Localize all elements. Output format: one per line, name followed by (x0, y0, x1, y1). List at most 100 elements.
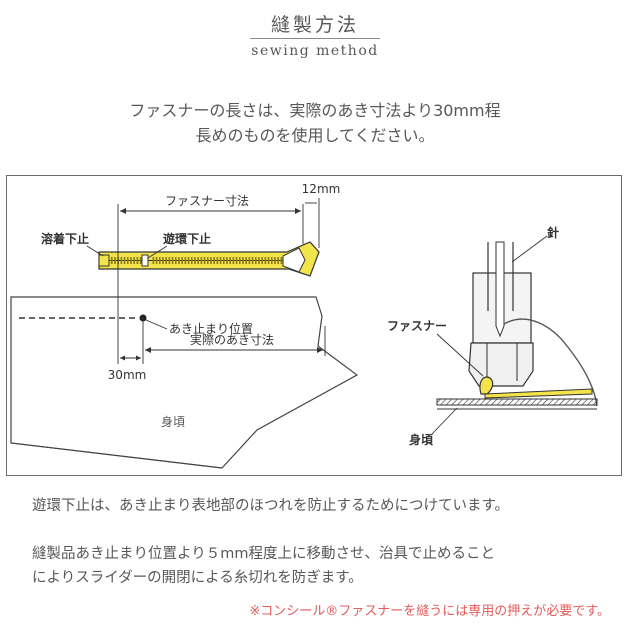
zipper-tooth (168, 257, 171, 264)
intro-line-1: ファスナーの長さは、実際のあき寸法より30mm程 (129, 101, 501, 120)
label-top-stop: 溶着下止 (41, 231, 89, 246)
zipper-tooth (210, 257, 212, 264)
foot-sole (468, 342, 534, 387)
sewing-diagram: ファスナー寸法 12mm 30mm 実際のあき寸法 溶着下止 遊環下止 あき止ま… (6, 175, 622, 476)
zipper-tooth (155, 257, 158, 264)
label-30mm: 30mm (108, 368, 147, 382)
zipper-illustration (98, 241, 320, 277)
zipper-tooth (194, 257, 196, 264)
zipper-tooth (139, 257, 142, 264)
label-body: 身頃 (161, 414, 185, 429)
zipper-tooth (114, 257, 116, 264)
arrow-right (295, 208, 301, 214)
leader-zipper (436, 333, 484, 377)
zipper-tooth (133, 257, 135, 264)
zipper-tooth (226, 257, 228, 264)
label-opening-end: あき止まり位置 (169, 321, 253, 336)
title-divider (250, 38, 380, 39)
zipper-tooth (159, 257, 161, 264)
loop-stop (141, 254, 149, 267)
zipper-tooth (120, 257, 123, 264)
zipper-tooth (162, 257, 164, 264)
zipper-tooth (248, 257, 251, 264)
note-sewing-line-1: 縫製品あき止まり位置より５mm程度上に移動させ、治具で止めること (32, 546, 495, 562)
zipper-tape-right (484, 388, 593, 399)
zipper-tooth (232, 257, 235, 264)
leader-opening-end (145, 319, 168, 330)
zipper-tooth (184, 257, 187, 264)
zipper-tooth (181, 257, 183, 264)
needle (495, 241, 505, 338)
zipper-tooth (223, 257, 225, 264)
leader-top-stop (86, 245, 104, 257)
zipper-tooth (165, 257, 167, 264)
presser-foot-illustration (436, 241, 598, 410)
zipper-tooth (213, 257, 215, 264)
zipper-tooth (175, 257, 177, 264)
zipper-tooth (277, 257, 279, 264)
zipper-tooth (152, 257, 155, 264)
zipper-tooth (242, 257, 244, 264)
zipper-tooth (200, 257, 203, 264)
zipper-tooth (258, 257, 260, 264)
arrow-open-left (145, 347, 151, 353)
zipper-tooth (203, 257, 206, 264)
top-stop-left (98, 254, 110, 267)
arrow-30-right (136, 355, 141, 361)
diagram-svg: ファスナー寸法 12mm 30mm 実際のあき寸法 溶着下止 遊環下止 あき止ま… (10, 182, 598, 469)
label-12mm: 12mm (302, 182, 341, 196)
zipper-tooth (187, 257, 190, 264)
zipper-tooth (239, 257, 241, 264)
zipper-tooth (267, 257, 270, 264)
note-loop-stop: 遊環下止は、あき止まり表地部のほつれを防止するためにつけています。 (32, 498, 510, 514)
zipper-tooth (229, 257, 231, 264)
zipper-tooth (123, 257, 126, 264)
intro-text: ファスナーの長さは、実際のあき寸法より30mm程 長めのものを使用してください。 (0, 98, 630, 148)
zipper-tooth (245, 257, 247, 264)
zipper-tooth (251, 257, 254, 264)
zipper-tooth (171, 257, 174, 264)
zipper-tooth (235, 257, 238, 264)
zipper-tooth (130, 257, 132, 264)
arrow-30-left (120, 355, 125, 361)
zipper-tooth (197, 257, 199, 264)
zipper-tooth (207, 257, 209, 264)
leader-body-right (431, 407, 458, 435)
zipper-tooth (191, 257, 193, 264)
zipper-tooth (219, 257, 222, 264)
zipper-tooth (136, 257, 139, 264)
label-loop-stop: 遊環下止 (163, 231, 211, 246)
zipper-tooth (178, 257, 180, 264)
label-needle: 針 (547, 225, 559, 240)
zipper-slider (282, 247, 306, 273)
zipper-fold (479, 376, 494, 395)
leader-needle (511, 235, 548, 263)
arrow-left (120, 208, 126, 214)
fabric-layer (436, 398, 598, 406)
zipper-tooth (274, 257, 276, 264)
zipper-tooth (261, 257, 263, 264)
zipper-tooth (271, 257, 273, 264)
panel-edge-line (10, 442, 223, 469)
zipper-tooth (264, 257, 267, 264)
label-body-right: 身頃 (409, 432, 434, 447)
zipper-tooth (280, 257, 283, 264)
leader-loop-stop (147, 245, 168, 259)
note-sewing-line-2: によりスライダーの開閉による糸切れを防ぎます。 (32, 570, 363, 586)
zipper-tooth (127, 257, 129, 264)
thread (503, 318, 598, 407)
zipper-teeth (111, 257, 283, 264)
zipper-tape (98, 241, 320, 277)
label-zipper-length: ファスナー寸法 (165, 194, 249, 208)
footnote-presser-foot: ※コンシール®ファスナーを縫うには専用の押えが必要です。 (249, 604, 610, 619)
page-subtitle: sewing method (251, 43, 379, 59)
label-actual-opening: 実際のあき寸法 (190, 332, 274, 347)
zipper-tooth (255, 257, 257, 264)
page-title: 縫製方法 (270, 14, 359, 36)
zipper-tooth (216, 257, 219, 264)
label-zipper: ファスナー (387, 319, 447, 333)
intro-line-2: 長めのものを使用してください。 (195, 126, 435, 145)
arrow-open-right (317, 347, 323, 353)
note-sewing: 縫製品あき止まり位置より５mm程度上に移動させ、治具で止めること によりスライダ… (32, 542, 495, 590)
zipper-tooth (111, 257, 113, 264)
